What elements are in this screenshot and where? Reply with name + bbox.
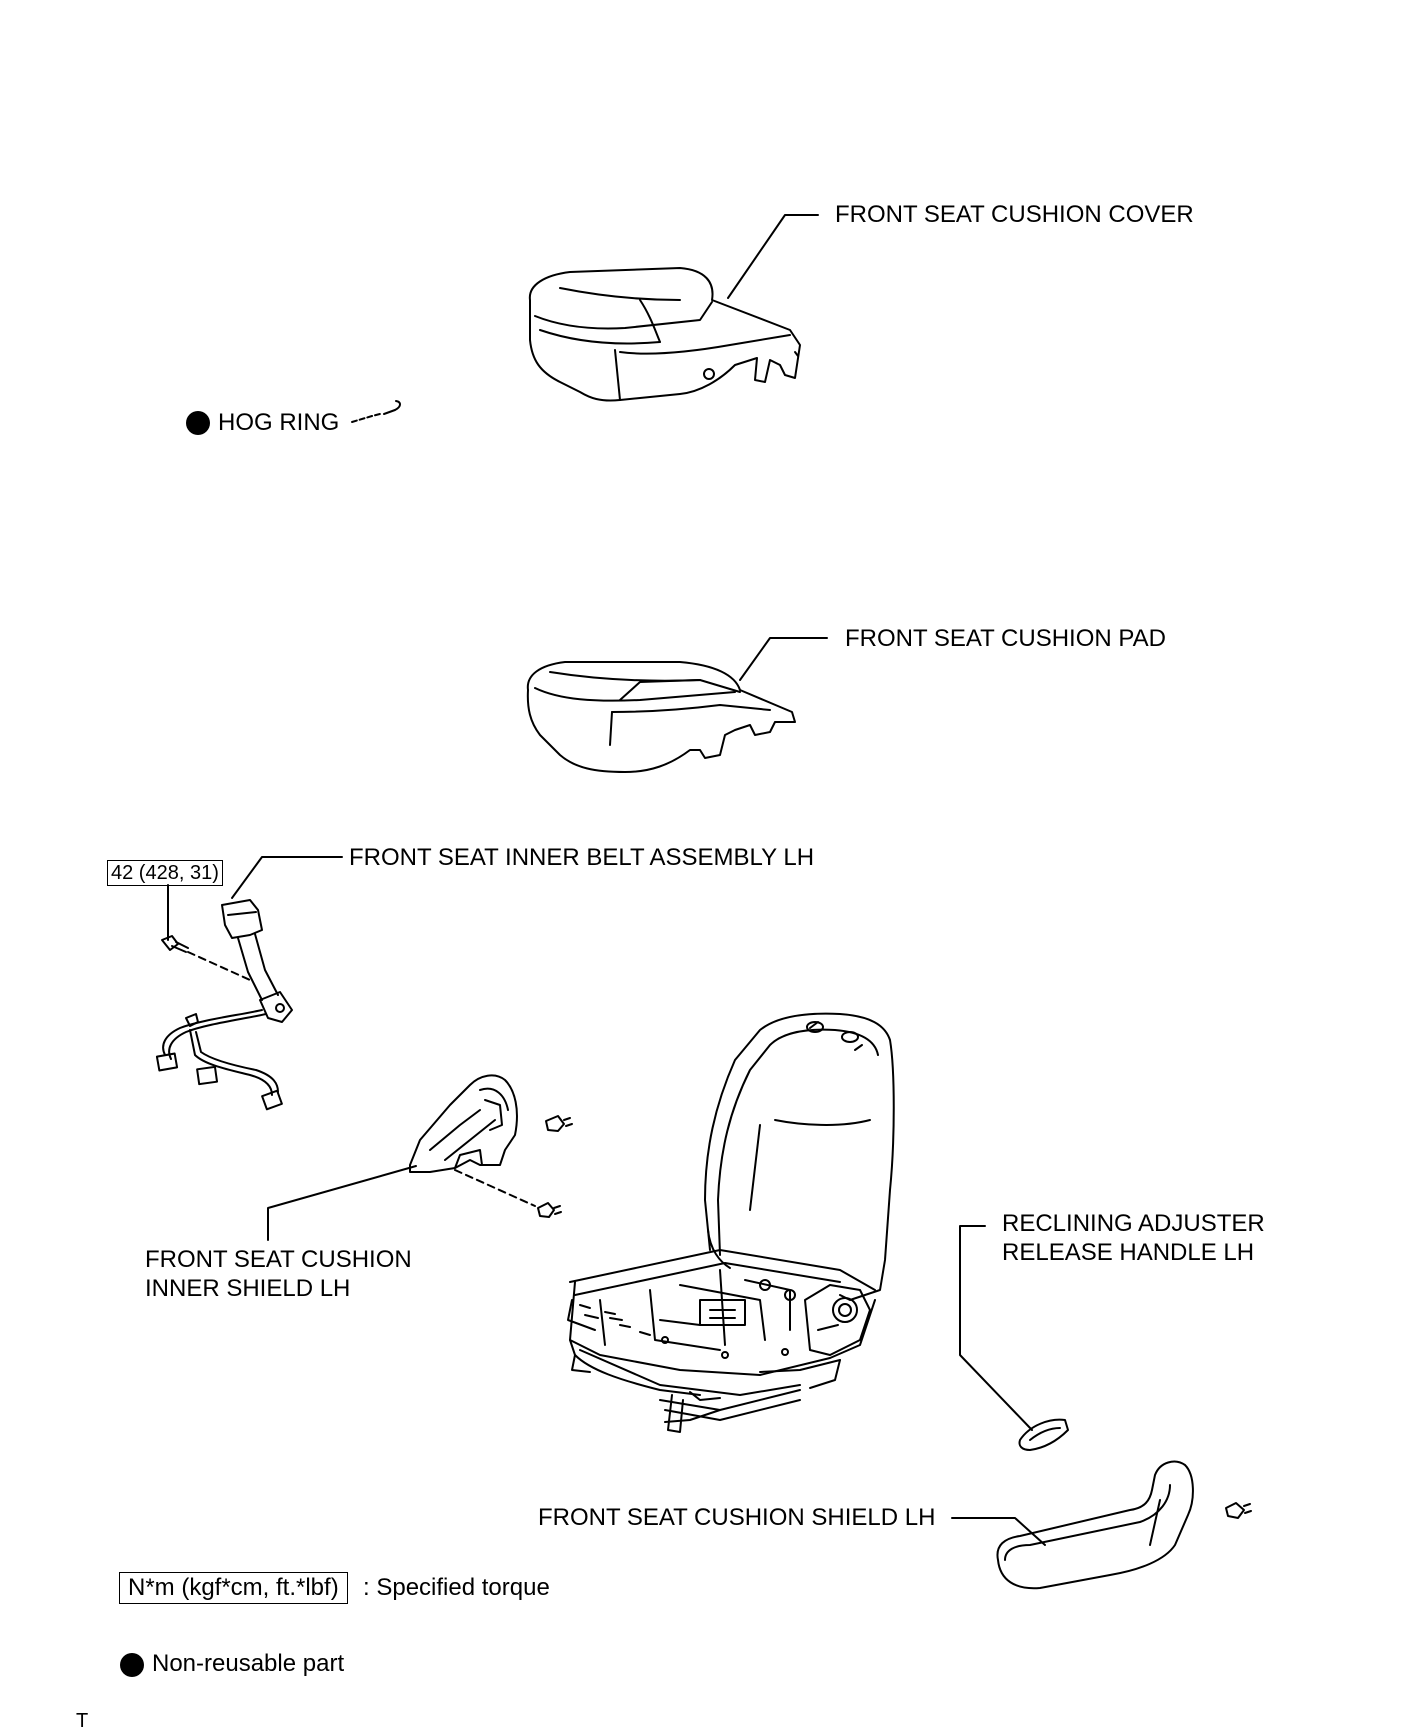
inner-shield-drawing xyxy=(409,1074,518,1173)
nonreusable-marker-hog-ring xyxy=(186,411,210,435)
label-inner-shield-line1: FRONT SEAT CUSHION xyxy=(145,1246,412,1273)
seat-assembly-drawing xyxy=(567,1012,895,1433)
belt-bolt-drawing xyxy=(161,935,189,953)
label-reclining-line2: RELEASE HANDLE LH xyxy=(1002,1239,1255,1266)
seat-cushion-cover-drawing xyxy=(528,267,801,402)
label-reclining-line1: RECLINING ADJUSTER xyxy=(1002,1210,1265,1237)
legend-nonreusable-marker xyxy=(120,1653,144,1677)
torque-value-belt-bolt: 42 (428, 31) xyxy=(107,860,223,886)
legend-nonreusable-text: Non-reusable part xyxy=(152,1650,345,1677)
bolt-dashline xyxy=(187,951,251,981)
shield-screw-upper-drawing xyxy=(545,1115,573,1132)
shield-screw-lower-drawing xyxy=(537,1202,562,1218)
hog-ring-drawing xyxy=(351,400,401,423)
leader-cushion-pad xyxy=(739,637,828,681)
label-cushion-shield: FRONT SEAT CUSHION SHIELD LH xyxy=(538,1504,936,1531)
label-cushion-pad: FRONT SEAT CUSHION PAD xyxy=(845,625,1166,652)
cushion-shield-drawing xyxy=(996,1460,1194,1590)
leader-release-handle xyxy=(959,1225,1033,1431)
seat-cushion-pad-drawing xyxy=(526,661,796,773)
label-inner-shield-line2: INNER SHIELD LH xyxy=(145,1275,351,1302)
cushion-shield-screw-drawing xyxy=(1225,1502,1252,1519)
legend-torque-text: : Specified torque xyxy=(363,1574,550,1601)
footer-mark: T xyxy=(76,1710,89,1732)
label-inner-belt: FRONT SEAT INNER BELT ASSEMBLY LH xyxy=(349,844,815,871)
release-handle-drawing xyxy=(1018,1418,1069,1451)
leader-inner-belt xyxy=(231,856,343,899)
label-cushion-cover: FRONT SEAT CUSHION COVER xyxy=(835,201,1194,228)
leader-cushion-cover xyxy=(727,214,819,299)
shield-dashline xyxy=(454,1169,536,1207)
inner-belt-assembly-drawing xyxy=(155,899,293,1111)
label-hog-ring: HOG RING xyxy=(218,409,340,436)
leader-cushion-shield xyxy=(951,1517,1046,1546)
legend-torque-box: N*m (kgf*cm, ft.*lbf) xyxy=(119,1572,348,1604)
leader-inner-shield xyxy=(267,1165,417,1241)
